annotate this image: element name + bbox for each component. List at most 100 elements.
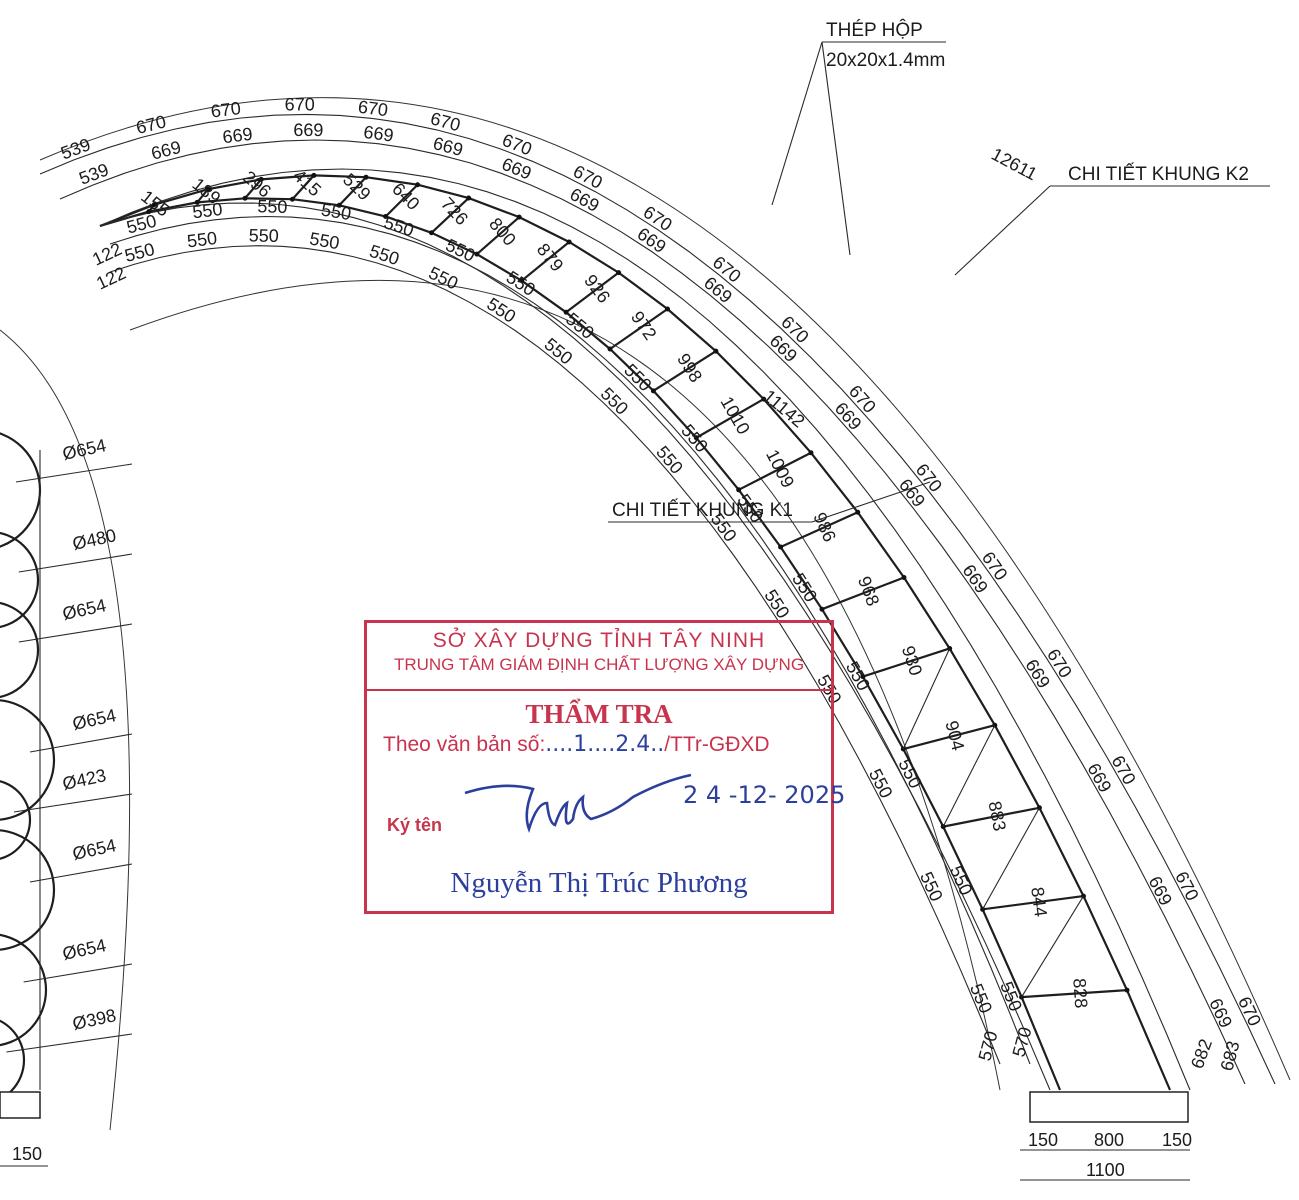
ring-element [0, 829, 56, 951]
node [736, 487, 742, 493]
inner-dim-550-b: 550 [248, 225, 278, 246]
thep-hop-leader-b [821, 41, 851, 256]
stamp-org: SỞ XÂY DỰNG TỈNH TÂY NINH [432, 629, 766, 652]
diagonal-brace [942, 724, 996, 827]
node [242, 195, 248, 201]
web-member [862, 647, 950, 678]
web-member [1021, 989, 1128, 999]
end-dim-683: 683 [1217, 1039, 1244, 1073]
inner-dim-550-b: 550 [186, 228, 218, 252]
outer-dim-669: 669 [431, 133, 465, 160]
thep-hop-title: THÉP HỘP [826, 19, 923, 41]
web-member [338, 176, 367, 207]
node [363, 174, 369, 180]
ring-diameter-label: Ø654 [71, 835, 118, 864]
member-length-label: 1010 [717, 393, 754, 438]
outer-dim-669: 669 [1205, 995, 1236, 1031]
ring-element [0, 699, 56, 821]
node [607, 346, 613, 352]
outer-dim-670: 670 [357, 97, 389, 121]
outer-dim-670: 670 [134, 111, 168, 138]
inner-dim-550-a: 550 [894, 756, 925, 792]
left-ring-arc [0, 329, 131, 1131]
node [311, 172, 317, 178]
stamp-ref-number: ....1....2.4.. [545, 732, 665, 757]
node [860, 674, 866, 680]
stamp-center: TRUNG TÂM GIÁM ĐỊNH CHẤT LƯỢNG XÂY DỰNG [393, 655, 805, 674]
node [713, 348, 719, 354]
outer-dim-669: 669 [149, 137, 183, 164]
node [650, 388, 656, 394]
inner-dim-550-a-line [109, 215, 1031, 1065]
diagonal-brace [1021, 895, 1084, 998]
thep-hop-spec: 20x20x1.4mm [826, 50, 945, 71]
node [289, 196, 295, 202]
k2-leader [954, 185, 1051, 276]
base-dim-150-right: 150 [1162, 1130, 1192, 1150]
base-dim-800: 800 [1094, 1130, 1124, 1150]
web-member [780, 511, 859, 548]
node [778, 544, 784, 550]
inner-dim-550-b: 550 [760, 586, 793, 622]
outer-dim-669: 669 [293, 120, 323, 140]
member-length-label: 972 [627, 308, 661, 344]
inner-dim-550-a: 550 [996, 979, 1026, 1014]
ring-element [0, 780, 32, 860]
ring-element [0, 933, 48, 1047]
node [693, 435, 699, 441]
stamp-sign-label: Ký tên [387, 815, 443, 835]
outer-dim-669: 669 [1145, 873, 1176, 909]
node [563, 309, 569, 315]
stamp-ref-suffix: /TTr-GĐXD [664, 733, 770, 756]
k1-k2-frame [99, 168, 1191, 1091]
stamp-ref-prefix: Theo văn bản số: [383, 733, 546, 756]
member-length-label: 904 [941, 719, 968, 753]
ring-diameter-label: Ø654 [61, 435, 108, 464]
inner-reference-arc [129, 279, 1001, 1091]
inner-dim-550-b: 550 [122, 239, 156, 266]
ring-diameter-label: Ø654 [71, 705, 118, 734]
web-member [982, 894, 1084, 911]
k2-label: CHI TIẾT KHUNG K2 [1068, 163, 1249, 185]
outer-dim-669: 669 [362, 122, 394, 146]
inner-dim-550-b: 550 [916, 869, 947, 905]
member-length-label: 415 [289, 165, 325, 200]
outer-dim-670: 670 [1234, 993, 1265, 1029]
member-length-label: 926 [580, 271, 614, 307]
node [901, 574, 907, 580]
node [519, 278, 525, 284]
stamp-signer-name: Nguyễn Thị Trúc Phương [450, 867, 748, 899]
left-base-plate [0, 1091, 41, 1119]
stamp-title: THẨM TRA [525, 699, 673, 729]
node [819, 606, 825, 612]
ring-leader [23, 963, 133, 983]
stamp-header: SỞ XÂY DỰNG TỈNH TÂY NINH TRUNG TÂM GIÁM… [367, 623, 831, 691]
left-base-dim-150: 150 [12, 1144, 42, 1164]
member-length-label: 998 [673, 350, 706, 386]
ring-leader [6, 1033, 133, 1053]
end-dim-570-inner: 570 [1009, 1025, 1036, 1059]
ring-diameter-label: Ø654 [61, 935, 108, 964]
inner-dim-550-b: 550 [966, 981, 996, 1016]
inner-dim-550-b: 550 [865, 766, 897, 802]
radius-inner-label: 11142 [759, 386, 808, 432]
ring-element [0, 531, 40, 629]
node [474, 251, 480, 257]
stamp-date: 2 4 -12- 2025 [683, 781, 846, 809]
node [761, 396, 767, 402]
node [383, 213, 389, 219]
approval-stamp: SỞ XÂY DỰNG TỈNH TÂY NINH TRUNG TÂM GIÁM… [364, 620, 845, 914]
member-length-label: 879 [533, 240, 567, 276]
web-member [521, 241, 570, 282]
node [415, 182, 421, 188]
inner-dim-550-a: 550 [257, 196, 287, 217]
node [566, 239, 572, 245]
member-length-label: 883 [984, 799, 1009, 832]
diagonal-brace [982, 807, 1040, 910]
ring-leader [13, 793, 133, 813]
web-member [609, 308, 669, 350]
node [516, 214, 522, 220]
inner-dim-550-a: 550 [946, 863, 977, 899]
web-member [565, 271, 620, 314]
